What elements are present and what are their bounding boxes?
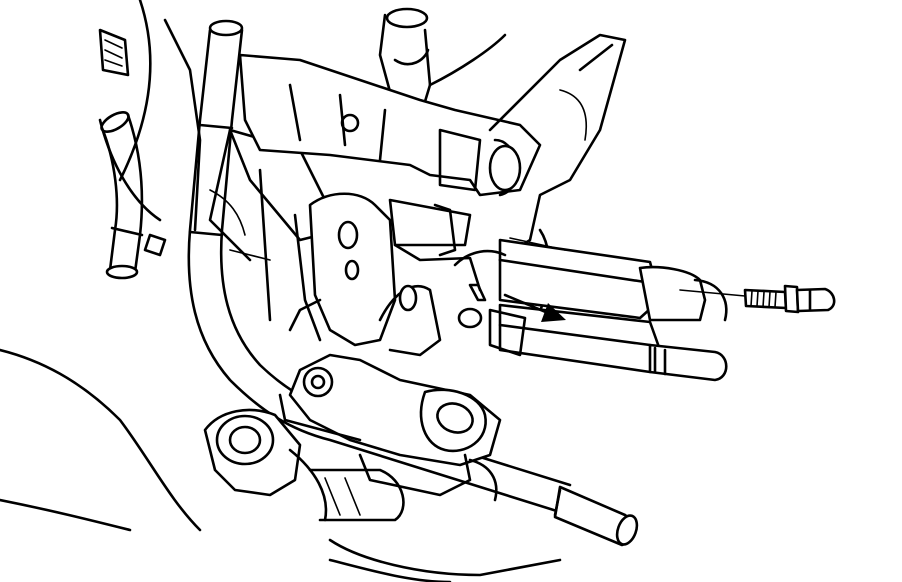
lower-bushing bbox=[203, 408, 405, 522]
mount-bolt bbox=[679, 284, 836, 314]
arrow-head bbox=[541, 303, 566, 322]
fuel-rail bbox=[457, 238, 728, 382]
engine-block-outline bbox=[0, 0, 562, 582]
left-hose bbox=[100, 111, 167, 280]
mount-bracket bbox=[238, 33, 627, 342]
direction-arrow bbox=[453, 237, 566, 322]
engine-mount-isolator bbox=[288, 192, 482, 357]
lower-bracket bbox=[278, 353, 502, 502]
